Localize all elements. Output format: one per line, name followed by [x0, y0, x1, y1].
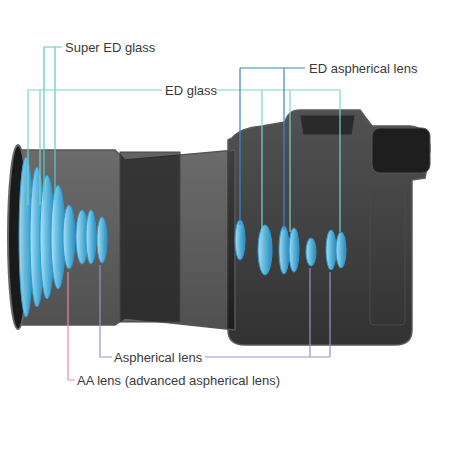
- viewfinder: [372, 128, 430, 173]
- lens-barrel: [22, 150, 235, 330]
- lens-element: [97, 217, 107, 263]
- leader-line: [68, 272, 75, 380]
- leader-line: [44, 47, 62, 200]
- top-dial: [300, 115, 355, 135]
- front-lens-group: [19, 157, 107, 317]
- callout-label: ED aspherical lens: [309, 61, 417, 76]
- lens-element: [326, 230, 336, 270]
- lens-element: [235, 220, 245, 260]
- lens-element: [306, 238, 316, 266]
- grip-detail: [370, 185, 405, 325]
- callout-label: AA lens (advanced aspherical lens): [77, 373, 280, 388]
- lens-element: [336, 232, 346, 268]
- callout-label: Super ED glass: [65, 40, 155, 55]
- callout-label: Aspherical lens: [114, 350, 202, 365]
- zoom-ring: [120, 152, 180, 322]
- lens-element: [63, 205, 75, 269]
- leader-line: [240, 68, 305, 230]
- lens-element: [279, 226, 289, 274]
- lens-element: [258, 225, 272, 275]
- camera-body: [228, 110, 430, 345]
- lens-element: [86, 210, 96, 264]
- lens-element: [289, 228, 299, 272]
- callout-label: ED glass: [165, 83, 217, 98]
- leader-line: [28, 90, 340, 232]
- leader-line: [100, 265, 330, 357]
